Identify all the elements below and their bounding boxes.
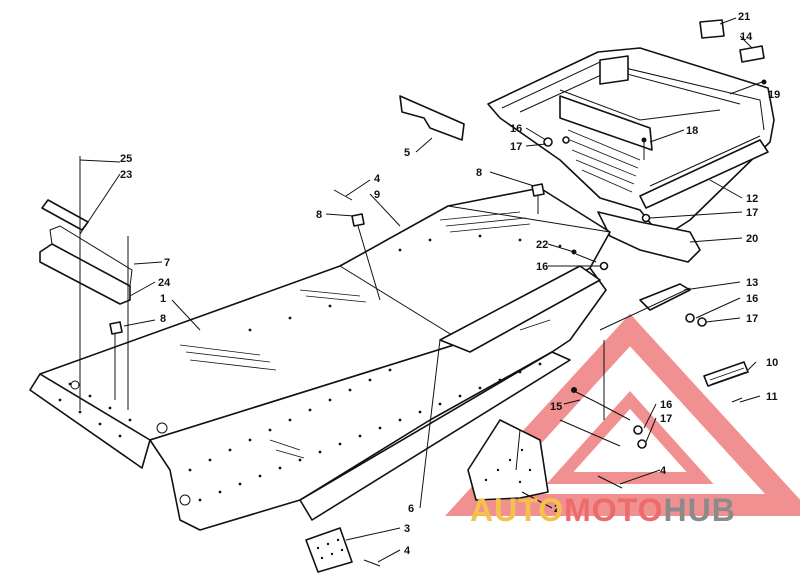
rear-strut-13 (599, 283, 691, 331)
callout-18: 18 (686, 125, 698, 137)
callout-21: 21 (738, 11, 750, 23)
callout-15: 15 (550, 401, 562, 413)
callout-13: 13 (746, 277, 758, 289)
callout-24: 24 (158, 277, 171, 289)
decal-plate-21 (699, 19, 725, 39)
callout-16a: 16 (510, 123, 522, 135)
callout-3: 3 (404, 523, 410, 535)
callout-14: 14 (740, 31, 753, 43)
heat-exchanger-10 (703, 361, 749, 387)
callout-labels: 1 2 3 4 4 4 4 5 6 7 8 8 8 9 10 11 12 13 … (120, 11, 780, 557)
leader-lines (79, 17, 761, 563)
callout-23: 23 (120, 169, 132, 181)
strap-23 (41, 199, 89, 231)
callout-17a: 17 (510, 141, 522, 153)
callout-4b: 4 (660, 465, 667, 477)
mount-plate-2 (467, 419, 549, 501)
callout-11: 11 (766, 391, 778, 403)
callout-16d: 16 (660, 399, 672, 411)
callout-17b: 17 (746, 207, 758, 219)
tunnel-floor-pan (29, 187, 611, 531)
callout-9: 9 (374, 189, 380, 201)
watermark-brand-text: AUTOMOTOHUB (470, 492, 736, 529)
callout-4a: 4 (374, 173, 381, 185)
callout-20: 20 (746, 233, 758, 245)
callout-10: 10 (766, 357, 778, 369)
rivet-holes (58, 234, 562, 502)
callout-16c: 16 (746, 293, 758, 305)
rear-bumper-assembly (487, 19, 775, 263)
callout-22: 22 (536, 239, 548, 251)
callout-8c: 8 (160, 313, 166, 325)
brand-part-auto: AUTO (470, 492, 565, 528)
callout-12: 12 (746, 193, 758, 205)
callout-17d: 17 (660, 413, 672, 425)
watermark-logo-icon (445, 313, 800, 516)
callout-17c: 17 (746, 313, 758, 325)
mount-plate-3 (305, 527, 353, 573)
callout-5: 5 (404, 147, 410, 159)
callout-8a: 8 (316, 209, 322, 221)
assembly-lines (79, 172, 631, 447)
brand-part-moto: MOTO (564, 492, 664, 528)
callout-16b: 16 (536, 261, 548, 273)
callout-7: 7 (164, 257, 170, 269)
fasteners (79, 136, 743, 567)
callout-25: 25 (120, 153, 132, 165)
brand-part-hub: HUB (663, 492, 736, 528)
callout-6: 6 (408, 503, 414, 515)
cover-plate-5 (399, 95, 465, 141)
callout-1: 1 (160, 293, 166, 305)
callout-2: 2 (554, 503, 560, 515)
decal-plate-14 (739, 45, 765, 63)
callout-19: 19 (768, 89, 780, 101)
callout-8b: 8 (476, 167, 482, 179)
callout-4c: 4 (404, 545, 411, 557)
side-bracket-24 (39, 225, 133, 305)
